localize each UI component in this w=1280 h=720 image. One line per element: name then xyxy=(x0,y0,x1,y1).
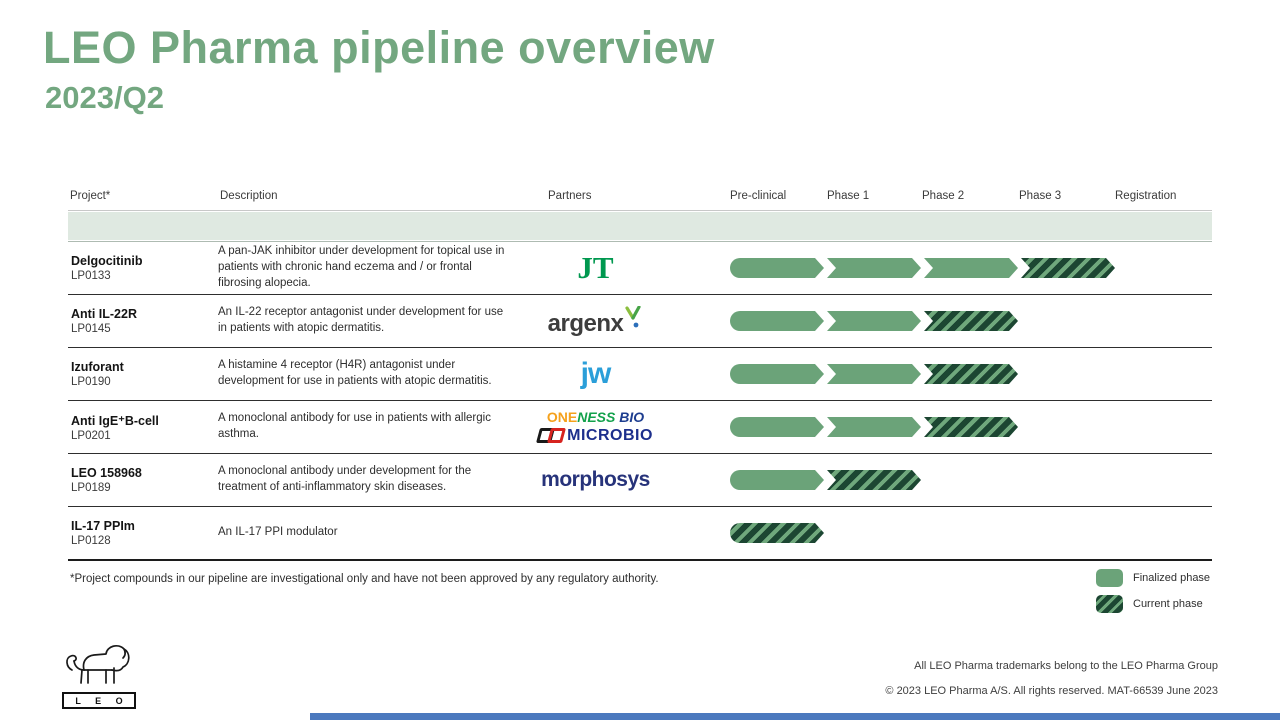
oneness-one-text: ONE xyxy=(546,409,578,426)
bottom-accent-bar xyxy=(310,713,1280,720)
column-header-phase3: Phase 3 xyxy=(1019,190,1062,202)
project-description: An IL-22 receptor antagonist under devel… xyxy=(218,306,504,334)
current-phase-segment xyxy=(924,311,1018,331)
project-code: LP0128 xyxy=(71,535,111,547)
microbio-chain-icon xyxy=(547,428,567,444)
microbio-wordmark: MICROBIO xyxy=(567,426,653,444)
project-name: Izuforant xyxy=(71,360,124,374)
phase-bar xyxy=(730,364,1018,384)
table-header-row: Project* Description Partners Pre-clinic… xyxy=(0,190,1280,210)
microbio-logo: MICROBIO xyxy=(536,426,653,445)
phase-bar xyxy=(730,258,1115,278)
project-code: LP0133 xyxy=(71,270,111,282)
finalized-phase-segment xyxy=(827,258,921,278)
project-description: A monoclonal antibody for use in patient… xyxy=(218,412,491,440)
current-phase-segment xyxy=(924,417,1018,437)
finalized-phase-segment xyxy=(730,311,824,331)
finalized-phase-segment xyxy=(827,364,921,384)
current-phase-segment xyxy=(1021,258,1115,278)
project-code: LP0145 xyxy=(71,323,111,335)
current-phase-segment xyxy=(827,470,921,490)
finalized-phase-swatch-icon xyxy=(1096,569,1123,587)
current-phase-segment xyxy=(730,523,824,543)
morphosys-logo: morphosys xyxy=(541,468,650,491)
project-description: A monoclonal antibody under development … xyxy=(218,465,472,493)
partner-cell: ONENESS BIO MICROBIO xyxy=(518,409,673,444)
oneness-bio-text: BIO xyxy=(615,409,645,426)
project-code: LP0189 xyxy=(71,482,111,494)
column-header-registration: Registration xyxy=(1115,190,1177,202)
oneness-ness-text: NESS xyxy=(577,409,616,426)
project-code: LP0201 xyxy=(71,429,111,442)
project-code: LP0190 xyxy=(71,376,111,388)
finalized-phase-segment xyxy=(827,417,921,437)
project-description: A pan-JAK inhibitor under development fo… xyxy=(218,245,505,289)
footnote: *Project compounds in our pipeline are i… xyxy=(70,573,659,585)
page-subtitle: 2023/Q2 xyxy=(45,80,164,115)
legend: Finalized phase Current phase xyxy=(1096,569,1210,621)
phase-bar xyxy=(730,311,1018,331)
phase-bar xyxy=(730,470,921,490)
header-divider xyxy=(68,210,1212,211)
table-row-izuforant: Izuforant LP0190 A histamine 4 receptor … xyxy=(68,348,1212,401)
table-row-anti-il22r: Anti IL-22R LP0145 An IL-22 receptor ant… xyxy=(68,295,1212,348)
jt-logo: JT xyxy=(577,250,614,285)
finalized-phase-segment xyxy=(730,470,824,490)
column-header-project: Project* xyxy=(70,190,111,202)
argenx-logo: argenx xyxy=(548,306,644,336)
legend-item-finalized: Finalized phase xyxy=(1096,569,1210,587)
finalized-phase-segment xyxy=(730,417,824,437)
oneness-bio-logo: ONENESS BIO xyxy=(547,409,644,425)
column-header-phase2: Phase 2 xyxy=(922,190,965,202)
phase-bar xyxy=(730,417,1018,437)
finalized-phase-segment xyxy=(730,364,824,384)
project-cell: Anti IgE⁺B-cell LP0201 xyxy=(68,413,218,442)
current-phase-segment xyxy=(924,364,1018,384)
legend-item-current: Current phase xyxy=(1096,595,1210,613)
project-cell: Izuforant LP0190 xyxy=(68,360,218,388)
header-band xyxy=(68,212,1212,240)
project-name: Delgocitinib xyxy=(71,254,143,268)
pipeline-table: Delgocitinib LP0133 A pan-JAK inhibitor … xyxy=(68,241,1212,561)
project-description: An IL-17 PPI modulator xyxy=(218,526,338,539)
legend-label: Current phase xyxy=(1133,598,1203,610)
current-phase-swatch-icon xyxy=(1096,595,1123,613)
project-cell: Anti IL-22R LP0145 xyxy=(68,307,218,335)
legend-label: Finalized phase xyxy=(1133,572,1211,584)
leo-lion-icon xyxy=(66,644,130,684)
column-header-phase1: Phase 1 xyxy=(827,190,870,202)
project-name: IL-17 PPIm xyxy=(71,519,135,533)
column-header-preclinical: Pre-clinical xyxy=(730,190,787,202)
copyright-line: © 2023 LEO Pharma A/S. All rights reserv… xyxy=(885,685,1218,697)
finalized-phase-segment xyxy=(827,311,921,331)
finalized-phase-segment xyxy=(730,258,824,278)
project-name: Anti IgE⁺B-cell xyxy=(71,413,159,428)
argenx-wordmark: argenx xyxy=(547,310,624,337)
leo-pharma-logo: L E O xyxy=(62,643,136,709)
partner-cell: morphosys xyxy=(518,468,673,492)
project-cell: LEO 158968 LP0189 xyxy=(68,466,218,494)
project-cell: IL-17 PPIm LP0128 xyxy=(68,519,218,547)
table-row-anti-ige-bcell: Anti IgE⁺B-cell LP0201 A monoclonal anti… xyxy=(68,401,1212,454)
page-title: LEO Pharma pipeline overview xyxy=(43,22,715,73)
jw-logo: jw xyxy=(580,357,612,390)
phase-bar xyxy=(730,523,824,543)
table-row-delgocitinib: Delgocitinib LP0133 A pan-JAK inhibitor … xyxy=(68,241,1212,295)
table-row-leo-158968: LEO 158968 LP0189 A monoclonal antibody … xyxy=(68,454,1212,507)
column-header-description: Description xyxy=(220,190,278,202)
leo-logo-letters: L E O xyxy=(62,692,136,709)
table-row-il17-ppim: IL-17 PPIm LP0128 An IL-17 PPI modulator xyxy=(68,507,1212,561)
project-description: A histamine 4 receptor (H4R) antagonist … xyxy=(218,359,492,387)
project-name: Anti IL-22R xyxy=(71,307,137,321)
project-name: LEO 158968 xyxy=(71,466,142,480)
partner-cell: argenx xyxy=(518,306,673,336)
footer-text: All LEO Pharma trademarks belong to the … xyxy=(885,660,1218,697)
trademark-line: All LEO Pharma trademarks belong to the … xyxy=(914,660,1218,672)
finalized-phase-segment xyxy=(924,258,1018,278)
partner-cell: jw xyxy=(518,357,673,391)
column-header-partners: Partners xyxy=(548,190,592,202)
project-cell: Delgocitinib LP0133 xyxy=(68,254,218,282)
partner-cell: JT xyxy=(518,250,673,286)
argenx-check-icon xyxy=(625,306,641,328)
